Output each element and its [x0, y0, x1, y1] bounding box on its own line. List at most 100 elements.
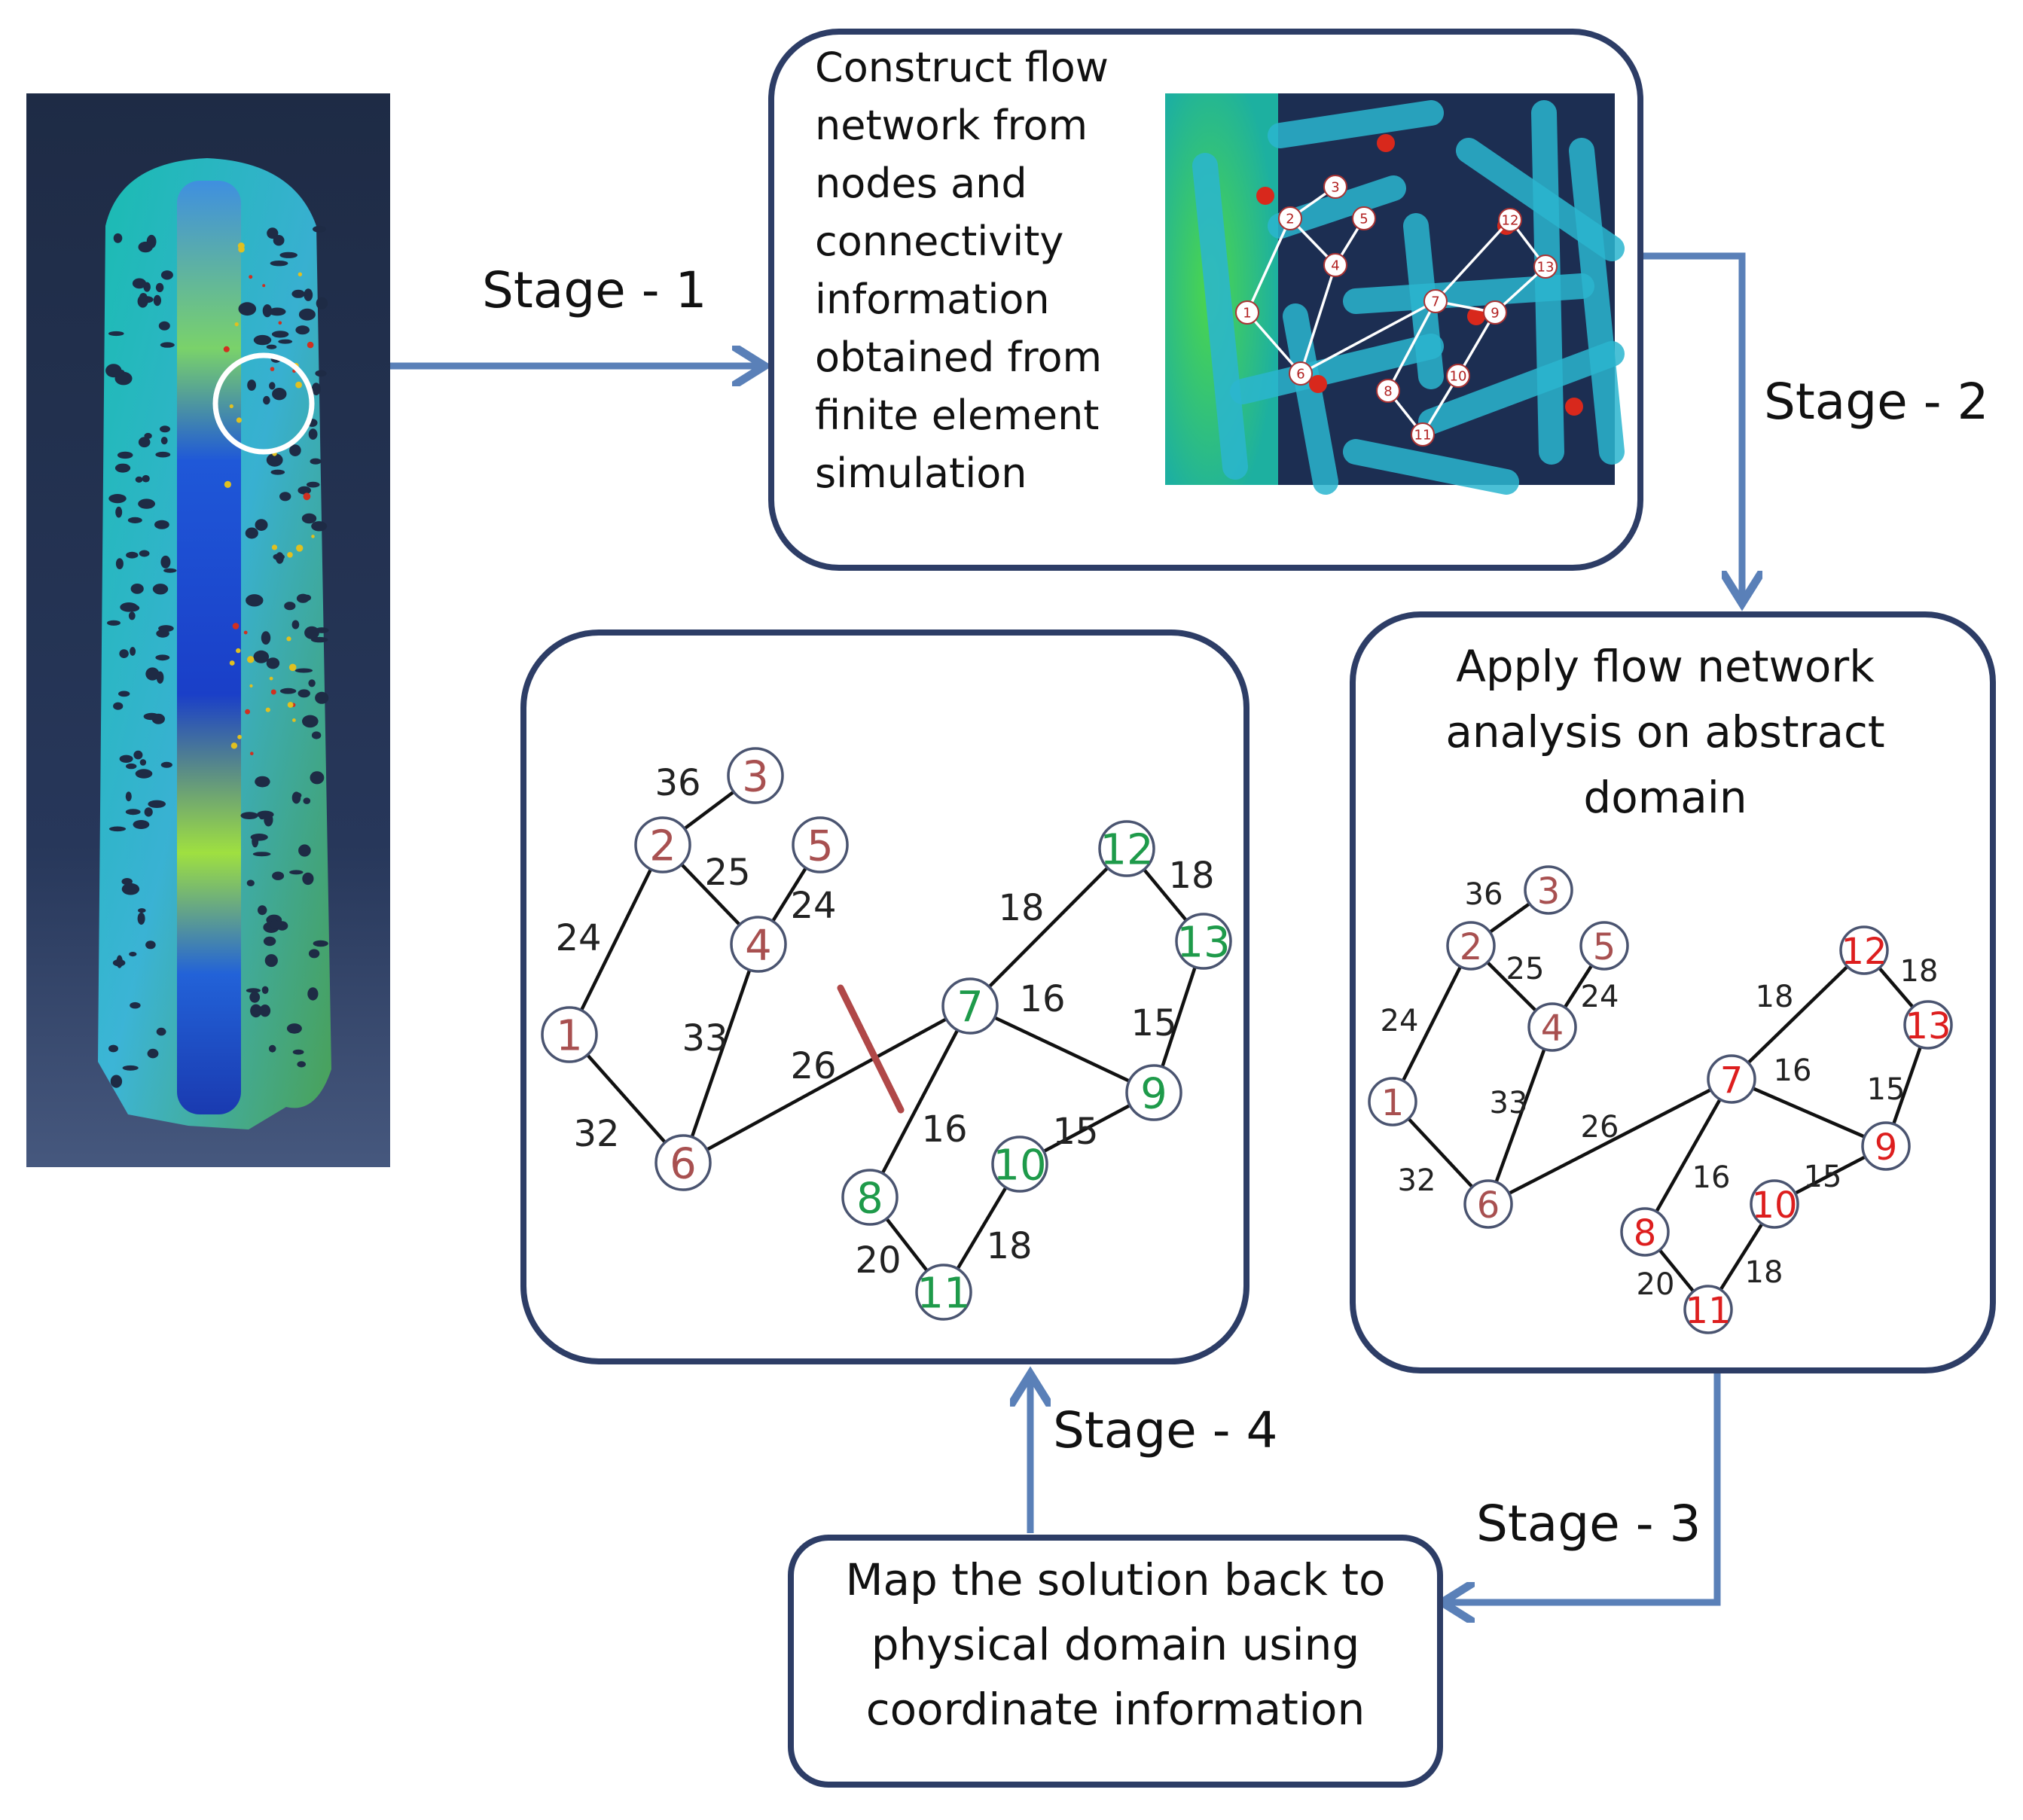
mini-node-label: 12	[1502, 213, 1519, 229]
node-label: 4	[1541, 1008, 1564, 1050]
edge-weight-label: 18	[986, 1225, 1032, 1267]
mesh-pore	[158, 625, 174, 633]
mesh-pore	[137, 912, 145, 925]
mesh-pore	[278, 339, 293, 344]
mesh-pore	[268, 307, 286, 316]
node-circle	[654, 1134, 712, 1191]
mesh-pore	[245, 527, 258, 539]
graph-edge	[1487, 1077, 1733, 1206]
stress-spot	[298, 272, 303, 276]
closeup-strut	[1569, 138, 1625, 465]
mesh-pore	[115, 506, 123, 518]
graph-edge	[1486, 1026, 1555, 1205]
mesh-pore	[246, 988, 261, 993]
mini-graph-node: 2	[1278, 206, 1302, 230]
mesh-pore	[148, 800, 166, 809]
graph-node: 9	[1125, 1064, 1182, 1121]
mesh-pore	[304, 288, 313, 301]
stress-spot	[287, 552, 293, 558]
mesh-pore	[115, 558, 124, 569]
mesh-pore	[108, 331, 124, 337]
node-circle	[1839, 925, 1889, 975]
mesh-pore	[304, 626, 319, 639]
edge-weight-label: 24	[1381, 1004, 1419, 1038]
node-circle	[1524, 865, 1573, 915]
closeup-hotspot	[1256, 187, 1274, 205]
mesh-pore	[114, 463, 131, 473]
graph-edge	[969, 1004, 1155, 1095]
stress-spot	[247, 656, 255, 663]
edge-weight-label: 24	[790, 885, 836, 927]
mini-node-label: 7	[1431, 294, 1439, 310]
stress-spot	[249, 684, 253, 688]
node-label: 12	[1841, 931, 1887, 973]
node-label: 7	[1720, 1059, 1744, 1102]
mesh-pore	[156, 1027, 166, 1036]
edge-weight-label: 33	[682, 1017, 728, 1059]
mini-graph-node: 5	[1352, 206, 1376, 230]
stress-spot	[269, 676, 273, 681]
box2-line: analysis on abstract	[1445, 706, 1884, 758]
mesh-pore	[289, 870, 304, 875]
box1-line: nodes and	[815, 160, 1027, 207]
edge-weight-label: 32	[573, 1113, 619, 1155]
graph-node: 4	[1527, 1002, 1577, 1052]
mesh-pore	[119, 755, 133, 763]
edge-weight-label: 33	[1490, 1086, 1528, 1120]
mesh-pore	[240, 812, 258, 819]
mesh-pore	[261, 631, 271, 645]
mini-node-label: 4	[1331, 258, 1339, 274]
mini-graph-edge	[1246, 311, 1302, 375]
mesh-pore	[272, 388, 287, 401]
stress-spot	[271, 544, 278, 550]
mesh-pore	[125, 809, 141, 815]
stress-spot	[265, 707, 270, 712]
mesh-pore	[273, 553, 285, 560]
mini-graph-node: 12	[1498, 208, 1522, 232]
stress-spot	[224, 480, 231, 489]
edge-weight-label: 15	[1052, 1111, 1098, 1153]
closeup-strut	[1230, 334, 1444, 404]
mini-node-label: 10	[1450, 369, 1467, 385]
graph-edge	[1390, 944, 1473, 1103]
mini-graph-edge	[1299, 264, 1337, 374]
node-label: 5	[1593, 926, 1616, 968]
mesh-pore	[143, 712, 160, 721]
mesh-pore	[139, 759, 147, 766]
mesh-pore	[298, 844, 311, 857]
edge-weight-label: 18	[1756, 980, 1794, 1014]
node-label: 3	[1537, 870, 1561, 913]
mesh-pore	[247, 380, 256, 391]
mesh-pore	[293, 792, 302, 799]
mini-node-label: 6	[1296, 367, 1304, 383]
box1-line: obtained from	[815, 334, 1102, 381]
mesh-pore	[130, 1001, 141, 1009]
mesh-pore	[105, 364, 122, 378]
closeup-hotspot	[1377, 134, 1395, 152]
mesh-pore	[264, 954, 278, 968]
node-circle	[1446, 921, 1496, 971]
mesh-pore	[107, 620, 121, 626]
mini-graph-node: 11	[1411, 422, 1435, 447]
mesh-pore	[298, 486, 312, 495]
mesh-pore	[252, 852, 271, 857]
mesh-pore	[121, 883, 140, 895]
mesh-pore	[135, 476, 143, 483]
mesh-pore	[123, 604, 140, 612]
mesh-pore	[130, 647, 136, 656]
closeup-strut	[1268, 100, 1444, 148]
node-circle	[1125, 1064, 1182, 1121]
mesh-pore	[132, 278, 147, 289]
node-label: 2	[649, 822, 676, 871]
graph-node: 1	[1368, 1077, 1417, 1126]
mini-node-circle	[1533, 255, 1558, 279]
box3-line: Map the solution back to	[845, 1554, 1385, 1605]
mesh-pore	[311, 383, 321, 395]
box1-line: network from	[815, 102, 1088, 149]
mini-node-label: 9	[1491, 306, 1499, 322]
mesh-pore	[158, 321, 170, 331]
node-circle	[727, 747, 784, 804]
mini-graph-node: 4	[1323, 253, 1347, 277]
node-label: 5	[807, 822, 834, 871]
